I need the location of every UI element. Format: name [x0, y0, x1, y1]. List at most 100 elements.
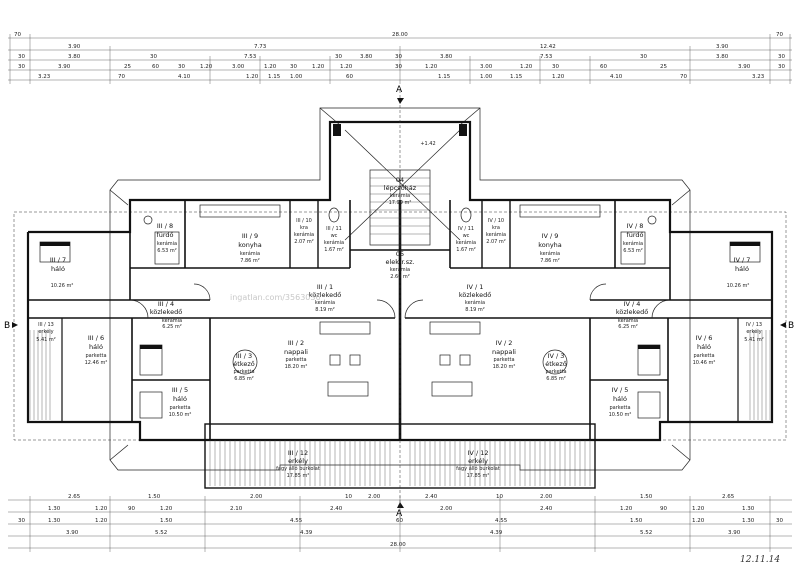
room-label-iv-4: IV / 4 közlekedő kerámia 6.25 m² — [616, 300, 648, 330]
interior-walls — [28, 200, 772, 440]
svg-text:17.85 m²: 17.85 m² — [287, 473, 310, 479]
top-dimension-lines: 70 28.00 70 3.90 7.73 12.42 3.90 30 3.80… — [8, 32, 792, 84]
svg-text:kerámia: kerámia — [162, 317, 182, 324]
dim-top-4-2: 25 — [124, 64, 131, 70]
svg-text:6.85 m²: 6.85 m² — [234, 376, 254, 382]
svg-text:IV / 8: IV / 8 — [627, 222, 644, 230]
dim-bot-2-10: 1.20 — [692, 506, 705, 512]
room-label-iv-11: IV / 11 wc kerámia 1.67 m² — [456, 226, 476, 253]
rooms-right: IV / 7 háló 10.26 m² IV / 8 fürdő kerámi… — [456, 218, 764, 479]
dim-bot-4-2: 4.39 — [300, 530, 313, 536]
room-label-iii-10: III / 10 kra kerámia 2.07 m² — [294, 218, 314, 245]
room-label-iv-6: IV / 6 háló parketta 10.46 m² — [693, 334, 716, 366]
svg-text:17.99 m²: 17.99 m² — [389, 200, 412, 206]
dim-bot-4-3: 28.00 — [390, 542, 406, 548]
room-label-iv-9: IV / 9 konyha kerámia 7.86 m² — [538, 232, 562, 264]
svg-text:háló: háló — [51, 265, 65, 273]
svg-text:2.07 m²: 2.07 m² — [486, 239, 506, 245]
room-label-iii-1: III / 1 közlekedő kerámia 8.19 m² — [309, 283, 341, 313]
room-label-iii-3: III / 3 étkező parketta 6.85 m² — [233, 352, 254, 382]
room-label-iii-2: III / 2 nappali parketta 18.20 m² — [284, 339, 308, 370]
dim-top-2-d: 3.90 — [716, 44, 729, 50]
room-label-iii-9: III / 9 konyha kerámia 7.86 m² — [238, 232, 262, 264]
dim-bot-4-4: 4.39 — [490, 530, 503, 536]
svg-text:1.67 m²: 1.67 m² — [324, 247, 344, 253]
dim-top-5-12: 70 — [680, 74, 687, 80]
svg-text:közlekedő: közlekedő — [459, 290, 491, 299]
dim-top-4-1: 3.90 — [58, 64, 71, 70]
svg-text:IV / 7: IV / 7 — [734, 256, 751, 264]
dim-bot-1-3: 10 — [345, 494, 352, 500]
dim-top-4-3: 60 — [152, 64, 159, 70]
svg-text:5.41 m²: 5.41 m² — [36, 337, 56, 343]
dim-top-3-7: 3.80 — [440, 54, 453, 60]
dim-top-5-3: 1.20 — [246, 74, 259, 80]
svg-text:háló: háló — [613, 395, 627, 403]
dim-top-4-15: 30 — [552, 64, 559, 70]
svg-text:III / 8: III / 8 — [157, 222, 173, 230]
svg-text:parketta: parketta — [545, 369, 566, 375]
svg-text:parketta: parketta — [609, 405, 630, 411]
room-label-iii-13: III / 13 erkély 5.41 m² — [36, 322, 56, 343]
dim-top-5-10: 1.20 — [552, 74, 565, 80]
svg-text:III / 4: III / 4 — [158, 300, 174, 308]
dim-top-5-7: 1.15 — [438, 74, 451, 80]
dim-top-5-0: 3.23 — [38, 74, 51, 80]
svg-text:wc: wc — [331, 233, 338, 239]
room-label-iii-11: III / 11 wc kerámia 1.67 m² — [324, 226, 344, 253]
svg-text:III / 2: III / 2 — [288, 339, 304, 347]
dim-top-2-b: 7.73 — [254, 44, 267, 50]
svg-text:parketta: parketta — [233, 369, 254, 375]
dim-top-3-8: 7.53 — [540, 54, 553, 60]
svg-text:kerámia: kerámia — [390, 266, 410, 273]
svg-text:IV / 13: IV / 13 — [746, 322, 762, 328]
dim-bot-1-6: 10 — [496, 494, 503, 500]
dim-top-3-6: 30 — [395, 54, 402, 60]
dim-bot-3-1: 1.30 — [48, 518, 61, 524]
dim-top-4-14: 1.20 — [520, 64, 533, 70]
dim-top-3-4: 30 — [335, 54, 342, 60]
svg-text:kerámia: kerámia — [240, 250, 260, 257]
svg-text:5.41 m²: 5.41 m² — [744, 337, 764, 343]
room-label-iii-12: III / 12 erkély fagy álló burkolat 17.85… — [276, 449, 320, 479]
section-b-left: B — [4, 321, 10, 331]
room-label-iv-5: IV / 5 háló parketta 10.50 m² — [609, 386, 632, 418]
svg-text:fürdő: fürdő — [626, 230, 643, 239]
rooms-left: III / 7 háló 10.26 m² III / 8 fürdő kerá… — [36, 218, 344, 479]
bottom-dimension-lines: 2.65 1.50 2.00 10 2.00 2.40 10 2.00 1.50… — [8, 494, 792, 552]
fixtures — [39, 204, 761, 419]
svg-text:parketta: parketta — [85, 353, 106, 359]
svg-text:háló: háló — [697, 343, 711, 351]
svg-text:18.20 m²: 18.20 m² — [285, 364, 308, 370]
svg-text:2.60 m²: 2.60 m² — [390, 274, 410, 280]
dim-bot-1-5: 2.40 — [425, 494, 438, 500]
dim-top-2-a: 3.90 — [68, 44, 81, 50]
svg-text:III / 6: III / 6 — [88, 334, 104, 342]
svg-text:háló: háló — [173, 395, 187, 403]
dim-bot-3-8: 1.20 — [692, 518, 705, 524]
svg-text:IV / 9: IV / 9 — [542, 232, 559, 240]
balcony-hatch — [29, 330, 771, 486]
svg-text:erkély: erkély — [38, 328, 53, 335]
svg-text:lépcsőház: lépcsőház — [384, 183, 417, 192]
svg-text:17.85 m²: 17.85 m² — [467, 473, 490, 479]
dim-bot-2-4: 2.10 — [230, 506, 243, 512]
dim-bot-2-8: 1.20 — [620, 506, 633, 512]
dim-top-4-17: 25 — [660, 64, 667, 70]
svg-text:IV / 4: IV / 4 — [624, 300, 641, 308]
dim-top-3-3: 7.53 — [244, 54, 257, 60]
svg-text:erkély: erkély — [746, 328, 761, 335]
dim-top-4-4: 30 — [178, 64, 185, 70]
svg-text:10.26 m²: 10.26 m² — [51, 283, 74, 289]
dim-top-5-8: 1.00 — [480, 74, 493, 80]
svg-text:kerámia: kerámia — [486, 231, 506, 238]
dim-bot-2-0: 1.30 — [48, 506, 61, 512]
svg-text:6.25 m²: 6.25 m² — [162, 324, 182, 330]
dim-top-4-7: 1.20 — [264, 64, 277, 70]
svg-text:6.25 m²: 6.25 m² — [618, 324, 638, 330]
room-label-iv-1: IV / 1 közlekedő kerámia 8.19 m² — [459, 283, 491, 313]
svg-text:12.46 m²: 12.46 m² — [85, 360, 108, 366]
dim-bot-2-9: 90 — [660, 506, 667, 512]
room-label-iii-6: III / 6 háló parketta 12.46 m² — [85, 334, 108, 366]
svg-text:10.46 m²: 10.46 m² — [693, 360, 716, 366]
